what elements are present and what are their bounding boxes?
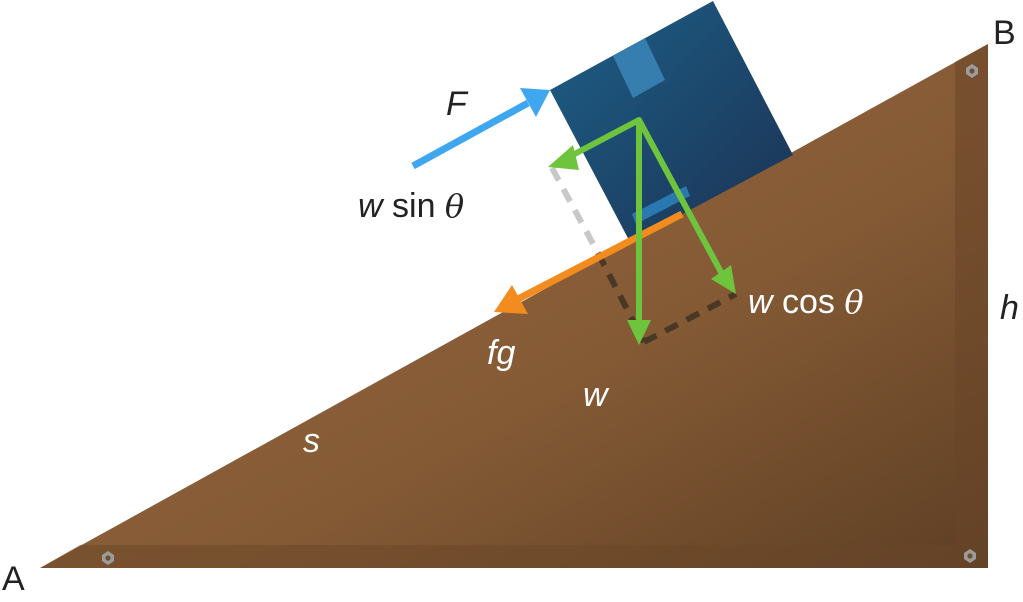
label-height: h — [1000, 289, 1019, 327]
applied-force-arrow — [411, 88, 550, 170]
label-w-sin-theta: w sin θ — [358, 187, 464, 225]
box-center-point — [636, 117, 642, 123]
bolt-bottom-left-icon — [102, 551, 114, 565]
label-friction: fg — [487, 334, 515, 372]
box — [550, 1, 793, 242]
label-slope: s — [303, 422, 320, 460]
w-cos-arrowhead — [711, 265, 736, 294]
label-point-a: A — [2, 560, 25, 598]
bolt-top-right-icon — [966, 64, 978, 78]
box-tape — [613, 38, 665, 98]
label-weight: w — [583, 376, 610, 414]
label-w-cos-theta: w cos θ — [748, 283, 864, 321]
box-bottom-tape — [632, 186, 690, 224]
label-point-b: B — [993, 14, 1016, 52]
w-sin-arrow — [565, 117, 641, 161]
friction-arrow — [494, 210, 684, 314]
weight-vectors — [565, 117, 725, 323]
w-sin-arrowhead — [548, 145, 579, 170]
bolt-bottom-right-icon — [964, 549, 976, 563]
label-applied-force: F — [446, 85, 469, 123]
w-cos-arrow — [636, 118, 725, 276]
weight-arrowhead — [627, 320, 651, 345]
